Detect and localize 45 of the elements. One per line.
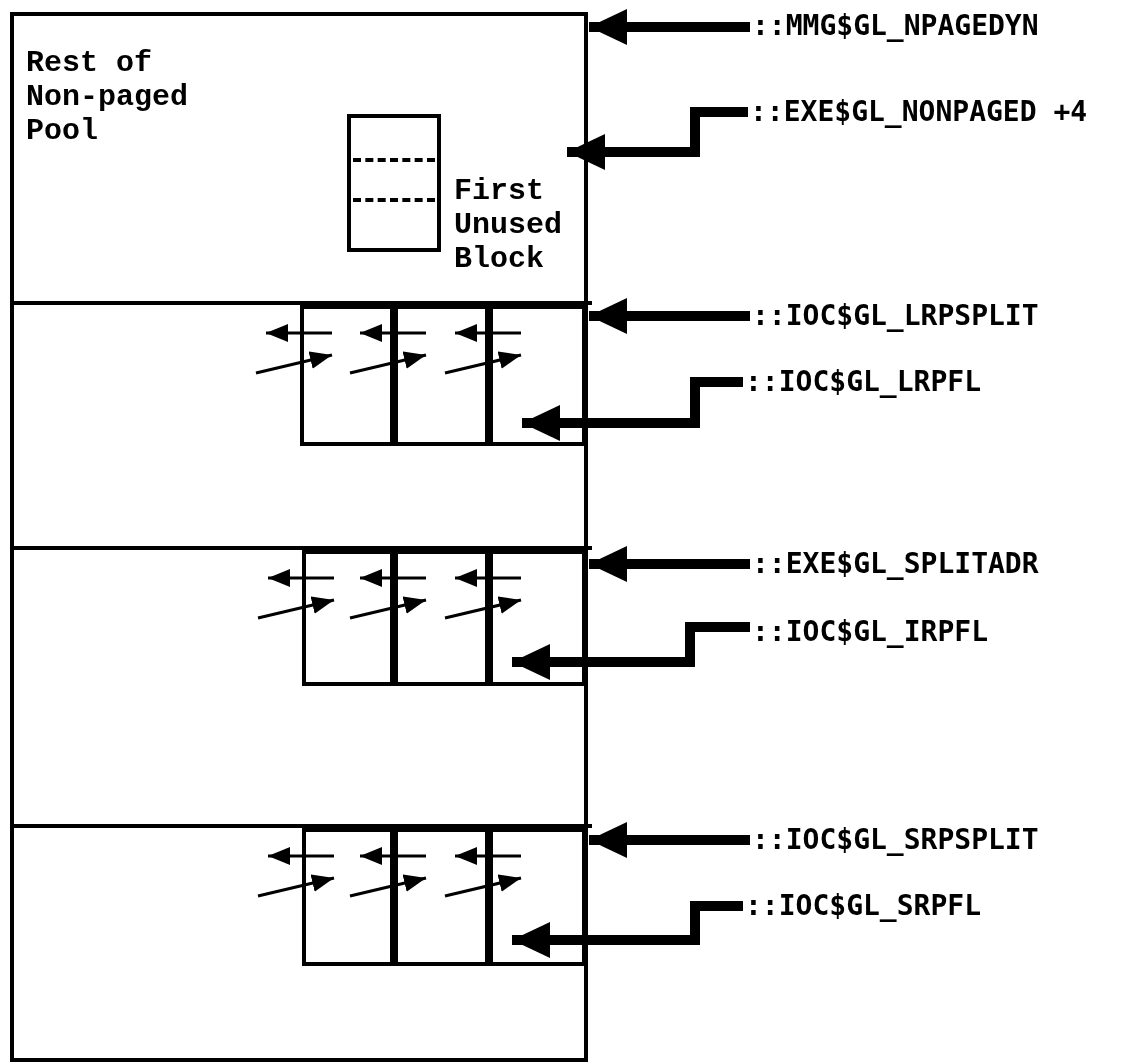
arrow	[455, 847, 521, 865]
arrow	[567, 107, 748, 170]
arrow	[589, 298, 750, 334]
arrow	[455, 324, 521, 342]
arrow	[360, 847, 426, 865]
packet-cell	[302, 828, 394, 966]
symbol-label: ::EXE$GL_SPLITADR	[752, 544, 1039, 584]
arrow	[268, 847, 334, 865]
packet-cell	[394, 828, 489, 966]
packet-cell	[489, 550, 586, 686]
symbol-label: ::MMG$GL_NPAGEDYN	[752, 6, 1039, 46]
arrow	[512, 622, 750, 680]
arrow	[349, 874, 427, 898]
arrow	[360, 324, 426, 342]
symbol-label: ::IOC$GL_LRPSPLIT	[752, 296, 1039, 336]
arrow	[360, 569, 426, 587]
arrow	[257, 874, 335, 898]
arrow	[522, 377, 743, 441]
block-label: First Unused Block	[454, 174, 564, 276]
packet-cell	[394, 305, 489, 446]
arrow	[455, 569, 521, 587]
arrow	[512, 901, 743, 958]
symbol-label: ::IOC$GL_SRPSPLIT	[752, 820, 1039, 860]
symbol-label: ::EXE$GL_NONPAGED +4	[750, 92, 1088, 132]
symbol-label: ::IOC$GL_SRPFL	[745, 886, 981, 926]
packet-cell	[300, 305, 394, 446]
symbol-label: ::IOC$GL_LRPFL	[745, 362, 981, 402]
arrow	[268, 569, 334, 587]
arrow	[349, 596, 427, 620]
region-heading: Rest of Non-paged Pool	[26, 46, 190, 148]
arrow	[444, 351, 522, 375]
arrow	[444, 874, 522, 898]
arrow	[444, 596, 522, 620]
arrow	[266, 324, 332, 342]
arrow	[257, 596, 335, 620]
packet-cell	[489, 305, 586, 446]
arrow	[589, 546, 750, 582]
arrow	[589, 822, 750, 858]
packet-cell	[489, 828, 586, 966]
arrow	[589, 9, 750, 45]
symbol-label: ::IOC$GL_IRPFL	[752, 612, 988, 652]
arrow	[255, 351, 333, 375]
packet-cell	[394, 550, 489, 686]
packet-cell	[302, 550, 394, 686]
arrow	[349, 351, 427, 375]
